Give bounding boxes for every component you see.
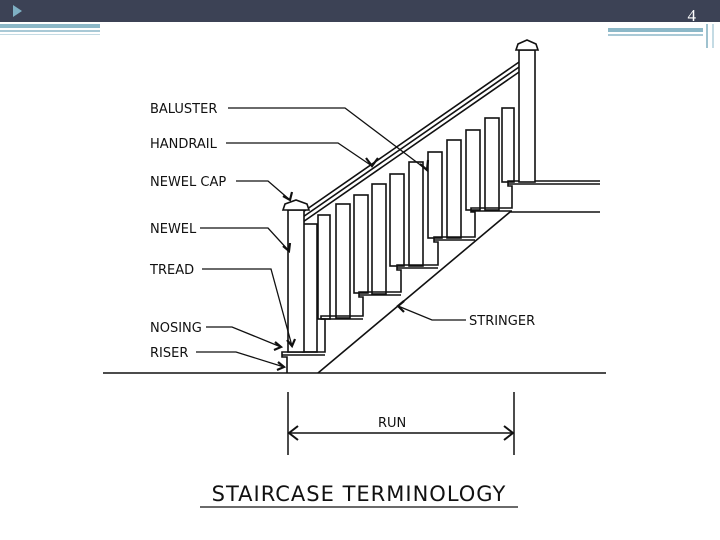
label-run: RUN <box>378 416 406 431</box>
label-newel-cap: NEWEL CAP <box>150 175 226 190</box>
arrowheads <box>273 157 430 372</box>
label-newel: NEWEL <box>150 222 197 237</box>
leader-lines <box>196 107 466 368</box>
run-dimension <box>287 392 515 455</box>
balusters <box>302 107 515 353</box>
accent-lines-left <box>0 24 100 36</box>
newel-post <box>287 209 305 353</box>
label-tread: TREAD <box>149 263 194 278</box>
header-bar <box>0 0 720 22</box>
diagram-title: STAIRCASE TERMINOLOGY <box>212 482 507 506</box>
label-nosing: NOSING <box>150 321 202 336</box>
triangle-bullet-icon <box>13 5 22 17</box>
label-baluster: BALUSTER <box>150 102 217 117</box>
label-handrail: HANDRAIL <box>150 137 218 152</box>
accent-lines-right <box>608 24 720 48</box>
stringer-line <box>317 211 600 374</box>
label-riser: RISER <box>150 346 188 361</box>
slide-number: 4 <box>687 6 697 25</box>
newel-cap <box>281 199 311 211</box>
upper-newel-cap <box>514 39 540 51</box>
upper-newel-post <box>518 49 536 183</box>
label-stringer: STRINGER <box>469 314 535 329</box>
